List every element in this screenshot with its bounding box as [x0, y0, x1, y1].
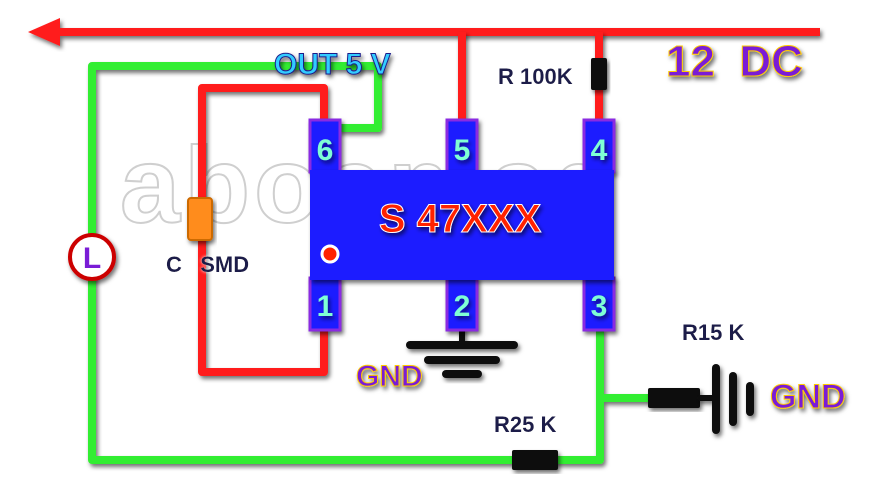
gnd-pin-label: GND [356, 360, 423, 393]
supply-arrow-icon [28, 18, 60, 46]
inductor-l: L [68, 233, 116, 281]
gnd-right-label: GND [770, 378, 846, 416]
pin-4 [582, 118, 616, 174]
inductor-label: L [83, 242, 101, 275]
resistor-r100k [591, 58, 607, 90]
pin-number-3: 3 [591, 290, 608, 323]
resistor-r25k [512, 450, 558, 470]
ground-symbol-right-icon [697, 364, 754, 434]
pin-1 [308, 276, 342, 332]
r100k-label: R 100K [498, 64, 573, 89]
pin-number-6: 6 [317, 134, 334, 167]
output-label: OUT 5 V [274, 48, 391, 81]
pin-number-1: 1 [317, 290, 334, 323]
ic-pins [308, 118, 616, 332]
supply-rail [28, 18, 820, 46]
r25k-label: R25 K [494, 412, 556, 437]
pin-2 [445, 276, 479, 332]
capacitor-label: C SMD [166, 252, 249, 277]
r15k-label: R15 K [682, 320, 744, 345]
ic-body [310, 170, 614, 280]
ground-symbol-pin2-icon [406, 325, 518, 378]
pin-number-5: 5 [454, 134, 471, 167]
supply-label: 12 DC [666, 37, 803, 86]
ic-name: S 47XXX [379, 197, 542, 241]
pin-number-2: 2 [454, 290, 471, 323]
pin-number-4: 4 [591, 134, 608, 167]
ic-pin1-marker-icon [320, 244, 340, 264]
resistor-r15k [648, 388, 700, 408]
pin-5 [445, 118, 479, 174]
capacitor-smd [187, 197, 213, 241]
